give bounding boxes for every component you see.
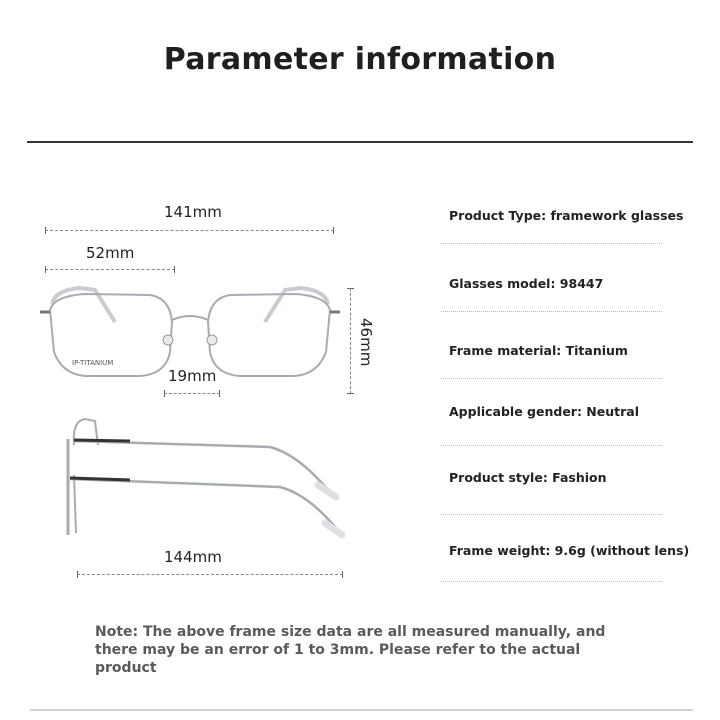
spec-product-type: Product Type: framework glasses — [449, 208, 684, 223]
spec-divider — [441, 311, 662, 312]
temple-length-label: 144mm — [164, 548, 222, 566]
spec-applicable-gender: Applicable gender: Neutral — [449, 404, 640, 419]
bridge-width-dimension-line — [164, 390, 220, 397]
lens-height-label: 46mm — [357, 318, 375, 367]
frame-imprint-text: IP-TITANIUM — [72, 359, 113, 367]
spec-product-style: Product style: Fashion — [449, 470, 607, 485]
total-width-label: 141mm — [164, 203, 222, 221]
total-width-dimension-line — [45, 227, 334, 234]
bridge-width-label: 19mm — [168, 367, 217, 385]
spec-glasses-model: Glasses model: 98447 — [449, 276, 604, 291]
lens-width-label: 52mm — [86, 244, 135, 262]
glasses-side-view-image — [66, 417, 346, 539]
spec-frame-weight: Frame weight: 9.6g (without lens) — [449, 543, 690, 558]
lens-height-dimension-line — [347, 288, 354, 394]
temple-length-dimension-line — [77, 571, 343, 578]
measurement-note: Note: The above frame size data are all … — [95, 624, 606, 676]
bottom-divider — [30, 709, 693, 711]
spec-frame-material: Frame material: Titanium — [449, 343, 628, 358]
spec-divider — [441, 378, 662, 379]
glasses-front-view-image: IP-TITANIUM — [40, 285, 340, 377]
spec-divider — [441, 243, 662, 244]
spec-divider — [441, 445, 662, 446]
page-title: Parameter information — [163, 42, 557, 77]
spec-divider — [441, 514, 662, 515]
spec-divider — [441, 581, 662, 582]
top-divider — [27, 141, 693, 143]
lens-width-dimension-line — [45, 266, 175, 273]
